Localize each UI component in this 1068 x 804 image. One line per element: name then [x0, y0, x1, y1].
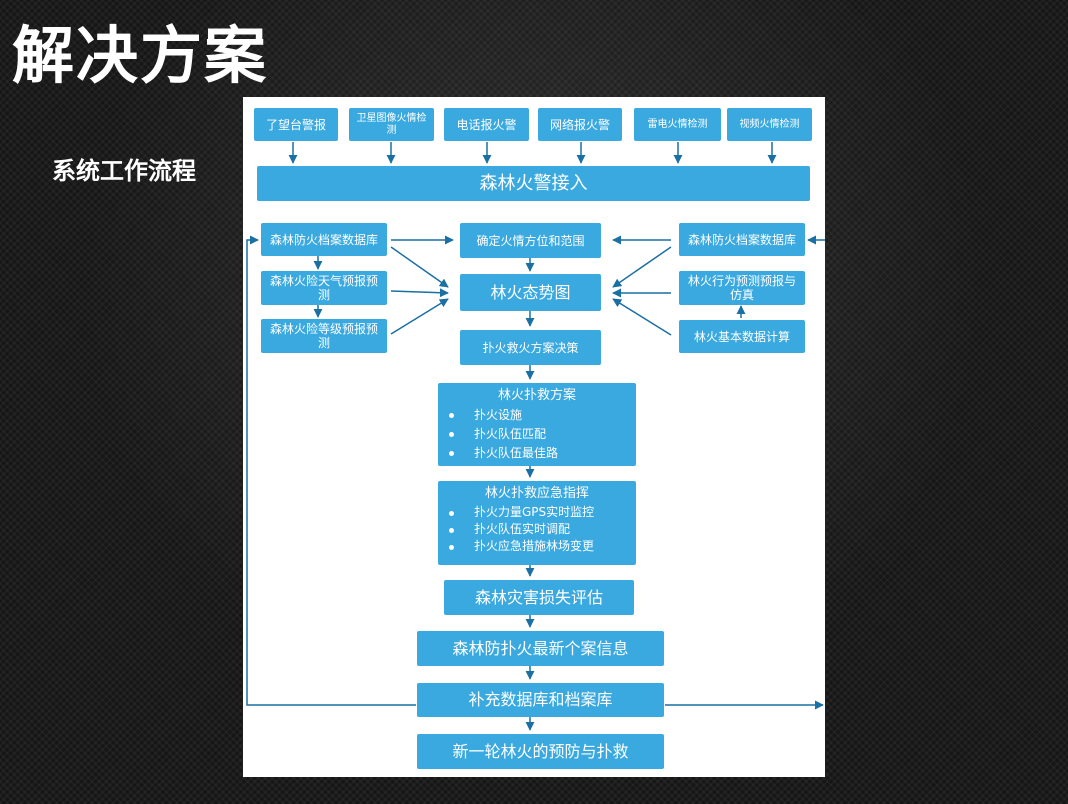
- arrow-left3-map: [390, 298, 449, 335]
- plan-item: 扑火队伍最佳路: [446, 444, 628, 463]
- arrow-right3-map: [612, 298, 672, 336]
- left-node: 森林火险等级预报预测: [261, 319, 387, 353]
- locate-node: 确定火情方位和范围: [460, 223, 601, 258]
- decision-node: 扑火救火方案决策: [460, 330, 601, 365]
- plan-node: 林火扑救方案 扑火设施 扑火队伍匹配 扑火队伍最佳路: [438, 383, 636, 466]
- right-node: 林火基本数据计算: [679, 320, 805, 353]
- command-node: 林火扑救应急指挥 扑火力量GPS实时监控 扑火队伍实时调配 扑火应急措施林场变更: [438, 481, 636, 565]
- arrow-left2-map: [390, 288, 449, 298]
- plan-item: 扑火设施: [446, 406, 628, 425]
- page-subtitle: 系统工作流程: [52, 157, 196, 185]
- intake-node: 森林火警接入: [257, 166, 810, 201]
- right-node: 林火行为预测预报与仿真: [679, 271, 805, 305]
- source-node: 雷电火情检测: [634, 108, 721, 141]
- source-node: 网络报火警: [538, 108, 622, 141]
- source-node: 卫星图像火情检测: [349, 108, 434, 141]
- assessment-node: 森林灾害损失评估: [444, 580, 634, 615]
- source-node: 了望台警报: [254, 108, 338, 141]
- plan-title: 林火扑救方案: [497, 388, 576, 403]
- arrow-feedback-left: [246, 235, 416, 706]
- right-node: 森林防火档案数据库: [679, 223, 805, 256]
- flow-arrows: [246, 142, 825, 731]
- plan-item: 扑火队伍匹配: [446, 425, 628, 444]
- page-title: 解决方案: [12, 19, 269, 92]
- arrow-left1-map: [390, 246, 449, 288]
- left-node: 森林火险天气预报预测: [261, 271, 387, 305]
- left-node: 森林防火档案数据库: [261, 223, 387, 256]
- supplement-node: 补充数据库和档案库: [417, 683, 664, 717]
- command-item: 扑火力量GPS实时监控: [446, 504, 628, 521]
- situation-map-node: 林火态势图: [460, 274, 601, 311]
- latest-info-node: 森林防扑火最新个案信息: [417, 631, 664, 666]
- command-item: 扑火队伍实时调配: [446, 521, 628, 538]
- flowchart-panel: 了望台警报 卫星图像火情检测 电话报火警 网络报火警 雷电火情检测 视频火情检测…: [243, 97, 825, 777]
- command-title: 林火扑救应急指挥: [484, 486, 589, 501]
- arrow-right1-map: [612, 246, 672, 288]
- new-round-node: 新一轮林火的预防与扑救: [417, 734, 664, 769]
- source-node: 视频火情检测: [727, 108, 812, 141]
- source-node: 电话报火警: [444, 108, 529, 141]
- command-item: 扑火应急措施林场变更: [446, 538, 628, 555]
